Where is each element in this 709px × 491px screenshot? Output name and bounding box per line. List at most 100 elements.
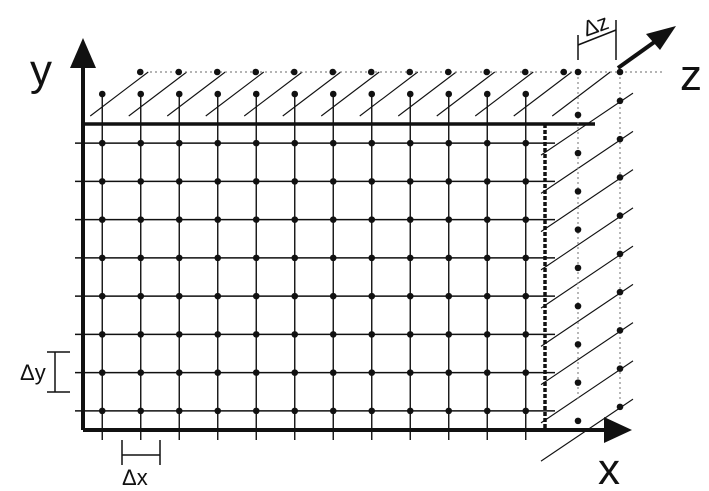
node-dots — [98, 68, 624, 425]
grid-node — [574, 188, 582, 195]
grid-node — [98, 216, 106, 223]
grid-node — [175, 178, 183, 185]
grid-node — [175, 331, 183, 338]
top-depth-hatch — [166, 71, 226, 117]
grid-node — [98, 331, 106, 338]
grid-node — [522, 254, 530, 262]
grid-node — [522, 90, 530, 98]
grid-node — [560, 68, 568, 76]
grid-node — [522, 407, 530, 415]
grid-node — [445, 139, 453, 147]
grid-node — [616, 97, 624, 105]
grid-node — [291, 254, 299, 262]
grid-node — [406, 254, 414, 262]
grid-node — [368, 407, 376, 415]
side-depth-hatch — [540, 207, 634, 271]
grid-node — [252, 90, 260, 98]
z-axis-label: z — [680, 51, 702, 100]
top-depth-hatch — [436, 71, 496, 117]
grid-node — [214, 90, 222, 98]
grid-node — [214, 254, 222, 262]
grid-node — [98, 254, 106, 262]
grid-node — [406, 331, 414, 338]
top-depth-hatch — [205, 71, 265, 117]
grid-node — [98, 407, 106, 415]
grid-node — [616, 365, 624, 372]
grid-node — [252, 331, 260, 338]
side-depth-hatch — [540, 360, 634, 424]
y-axis-label: y — [30, 46, 52, 95]
grid-node — [290, 68, 298, 76]
grid-node — [574, 417, 582, 425]
grid-node — [367, 68, 375, 76]
delta-y-marker: Δy — [20, 351, 70, 393]
grid-node — [214, 369, 222, 376]
grid-node — [252, 292, 260, 300]
grid-node — [137, 254, 145, 262]
grid-node — [98, 139, 106, 147]
grid-node — [291, 90, 299, 98]
grid-node — [406, 68, 414, 76]
grid-node — [616, 212, 624, 219]
grid-node — [291, 331, 299, 338]
grid-node — [252, 369, 260, 376]
grid-node — [137, 407, 145, 415]
grid-node — [214, 216, 222, 223]
grid-node — [214, 407, 222, 415]
grid-layer — [75, 71, 665, 462]
grid-node — [329, 292, 337, 300]
grid-node — [445, 90, 453, 98]
grid-node — [137, 90, 145, 98]
grid-node — [445, 292, 453, 300]
grid-node — [445, 369, 453, 376]
grid-node — [175, 292, 183, 300]
grid-node — [329, 369, 337, 376]
grid-node — [329, 90, 337, 98]
grid-node — [98, 369, 106, 376]
top-depth-hatch — [359, 71, 419, 117]
side-depth-hatch — [540, 92, 634, 156]
grid-node — [522, 178, 530, 185]
side-depth-hatch — [540, 283, 634, 347]
side-depth-hatch — [540, 322, 634, 386]
grid-node — [444, 68, 452, 76]
grid-node — [483, 292, 491, 300]
grid-node — [329, 407, 337, 415]
grid-node — [329, 216, 337, 223]
grid-node — [175, 68, 183, 76]
grid-node — [214, 331, 222, 338]
grid-node — [136, 68, 144, 76]
z-axis-arrowhead — [646, 26, 676, 50]
top-depth-hatch — [128, 71, 188, 117]
grid-node — [522, 216, 530, 223]
grid-node — [175, 407, 183, 415]
top-depth-hatch — [474, 71, 534, 117]
grid-node — [214, 139, 222, 147]
grid-node — [252, 216, 260, 223]
grid-node — [445, 178, 453, 185]
grid-node — [368, 90, 376, 98]
grid-node — [98, 178, 106, 185]
grid-node — [252, 407, 260, 415]
grid-node — [445, 216, 453, 223]
grid-node — [483, 369, 491, 376]
top-depth-hatch — [513, 71, 573, 117]
grid-node — [329, 68, 337, 76]
top-depth-hatch — [243, 71, 303, 117]
grid-node — [522, 369, 530, 376]
grid-node — [329, 331, 337, 338]
grid-node — [252, 139, 260, 147]
grid-node — [483, 90, 491, 98]
grid-node — [213, 68, 221, 76]
grid-node — [616, 135, 624, 143]
grid-node — [574, 302, 582, 310]
grid-node — [574, 149, 582, 157]
grid-node — [175, 369, 183, 376]
delta-z-marker: Δz — [577, 9, 617, 60]
side-depth-hatch — [540, 169, 634, 233]
grid-node — [329, 254, 337, 262]
grid-node — [252, 68, 260, 76]
y-axis-arrowhead — [70, 38, 96, 68]
grid-node — [291, 369, 299, 376]
